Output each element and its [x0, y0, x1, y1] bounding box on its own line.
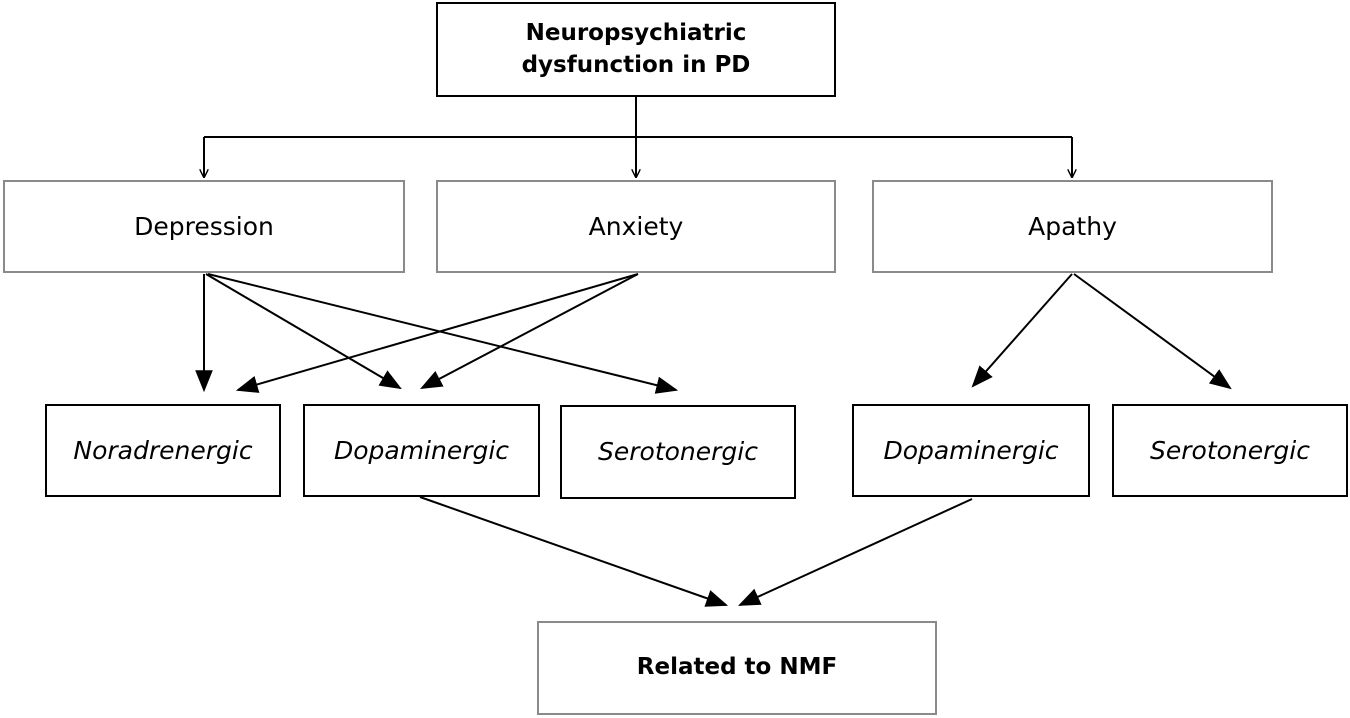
depression-node: Depression [3, 180, 405, 273]
root-node: Neuropsychiatric dysfunction in PD [436, 2, 836, 97]
noradrenergic-node: Noradrenergic [45, 404, 281, 497]
arrow-apathy-serotonergic [1073, 273, 1232, 390]
arrow-anxiety-noradrenergic [235, 273, 639, 393]
depression-label: Depression [134, 211, 274, 241]
serotonergic-right-label: Serotonergic [1150, 435, 1310, 465]
dopaminergic-right-node: Dopaminergic [852, 404, 1090, 497]
apathy-node: Apathy [872, 180, 1273, 273]
arrow-depression-dopaminergic [205, 273, 402, 390]
outcome-node: Related to NMF [537, 621, 937, 715]
serotonergic-left-label: Serotonergic [598, 437, 758, 467]
arrow-anxiety-dopaminergic [420, 273, 639, 390]
dopaminergic-left-node: Dopaminergic [303, 404, 540, 497]
arrow-depression-serotonergic [207, 273, 679, 394]
anxiety-label: Anxiety [588, 211, 684, 241]
noradrenergic-label: Noradrenergic [73, 435, 253, 465]
arrow-apathy-dopaminergic [971, 273, 1073, 388]
apathy-label: Apathy [1028, 211, 1117, 241]
serotonergic-left-node: Serotonergic [560, 405, 796, 499]
anxiety-node: Anxiety [436, 180, 836, 273]
root-line-2: dysfunction in PD [521, 51, 751, 78]
root-line-1: Neuropsychiatric [525, 20, 747, 47]
serotonergic-right-node: Serotonergic [1112, 404, 1348, 497]
arrow-dopaminergic-right-outcome [737, 498, 973, 606]
dopaminergic-left-label: Dopaminergic [333, 435, 510, 465]
dopaminergic-right-label: Dopaminergic [883, 435, 1059, 465]
arrow-dopaminergic-left-outcome [419, 496, 729, 607]
outcome-label: Related to NMF [636, 654, 838, 681]
